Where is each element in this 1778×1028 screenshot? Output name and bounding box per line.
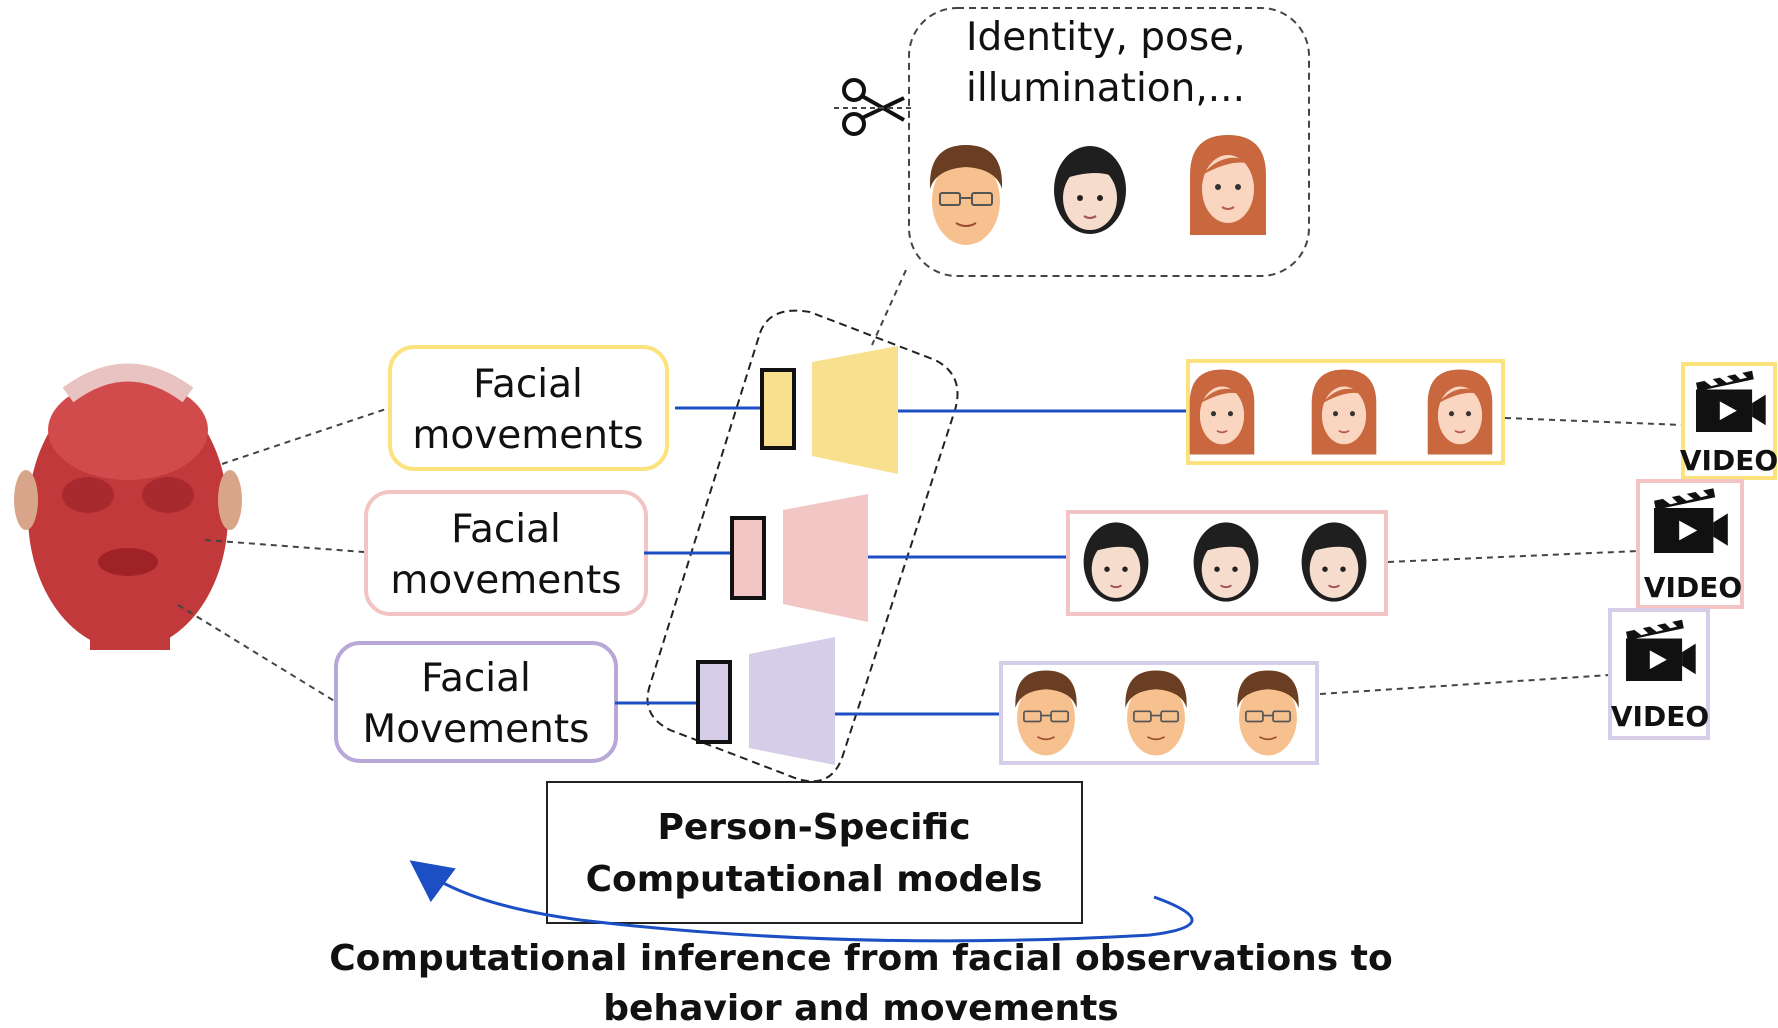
bubble-text-line2: illumination,... bbox=[966, 66, 1245, 111]
encoder-1 bbox=[760, 368, 796, 450]
head-link-3 bbox=[177, 604, 337, 703]
box2-line1: Facial bbox=[451, 507, 561, 552]
video-link-1 bbox=[1504, 417, 1684, 426]
model-box-line1: Person-Specific bbox=[657, 807, 970, 848]
frame-3-2 bbox=[1124, 669, 1188, 757]
frame-3-3 bbox=[1236, 669, 1300, 757]
box1-line1: Facial bbox=[473, 362, 583, 407]
head-link-1 bbox=[221, 406, 393, 465]
avatar-woman-icon bbox=[1189, 134, 1267, 236]
decoder-2 bbox=[783, 494, 868, 622]
frame-2-2 bbox=[1192, 521, 1260, 603]
model-box-line2: Computational models bbox=[586, 859, 1043, 900]
frame-1-1 bbox=[1188, 368, 1256, 456]
video-link-2 bbox=[1387, 550, 1639, 563]
head-link-2 bbox=[204, 539, 365, 553]
bottom-caption-line2: behavior and movements bbox=[603, 988, 1118, 1028]
box3-line1: Facial bbox=[421, 656, 531, 701]
frame-1-3 bbox=[1426, 368, 1494, 456]
bubble-link bbox=[871, 269, 907, 346]
video-label-1: VIDEO bbox=[1680, 444, 1778, 477]
frame-2-3 bbox=[1300, 521, 1368, 603]
frame-3-1 bbox=[1014, 669, 1078, 757]
box2-line2: movements bbox=[390, 558, 621, 603]
video-label-2: VIDEO bbox=[1644, 571, 1742, 604]
encoder-2 bbox=[730, 516, 766, 600]
inference-arrow bbox=[409, 860, 1194, 943]
avatar-girl-icon bbox=[1053, 145, 1127, 235]
box1-line2: movements bbox=[412, 413, 643, 458]
bubble-text-line1: Identity, pose, bbox=[966, 15, 1246, 60]
avatar-man-icon bbox=[928, 144, 1004, 246]
decoder-3 bbox=[749, 637, 835, 765]
video-link-3 bbox=[1319, 674, 1611, 695]
decoder-1 bbox=[812, 346, 898, 474]
facial-movements-box-1 bbox=[388, 345, 669, 471]
model-group-outline bbox=[646, 309, 959, 783]
frame-1-2 bbox=[1310, 368, 1378, 456]
encoder-3 bbox=[696, 660, 732, 744]
scissors-icon bbox=[834, 78, 914, 136]
person-specific-box bbox=[546, 781, 1083, 924]
box3-line2: Movements bbox=[363, 707, 590, 752]
anatomy-head-icon bbox=[14, 363, 242, 650]
video-label-3: VIDEO bbox=[1611, 700, 1709, 733]
bottom-caption-line1: Computational inference from facial obse… bbox=[329, 938, 1392, 979]
frame-2-1 bbox=[1082, 521, 1150, 603]
